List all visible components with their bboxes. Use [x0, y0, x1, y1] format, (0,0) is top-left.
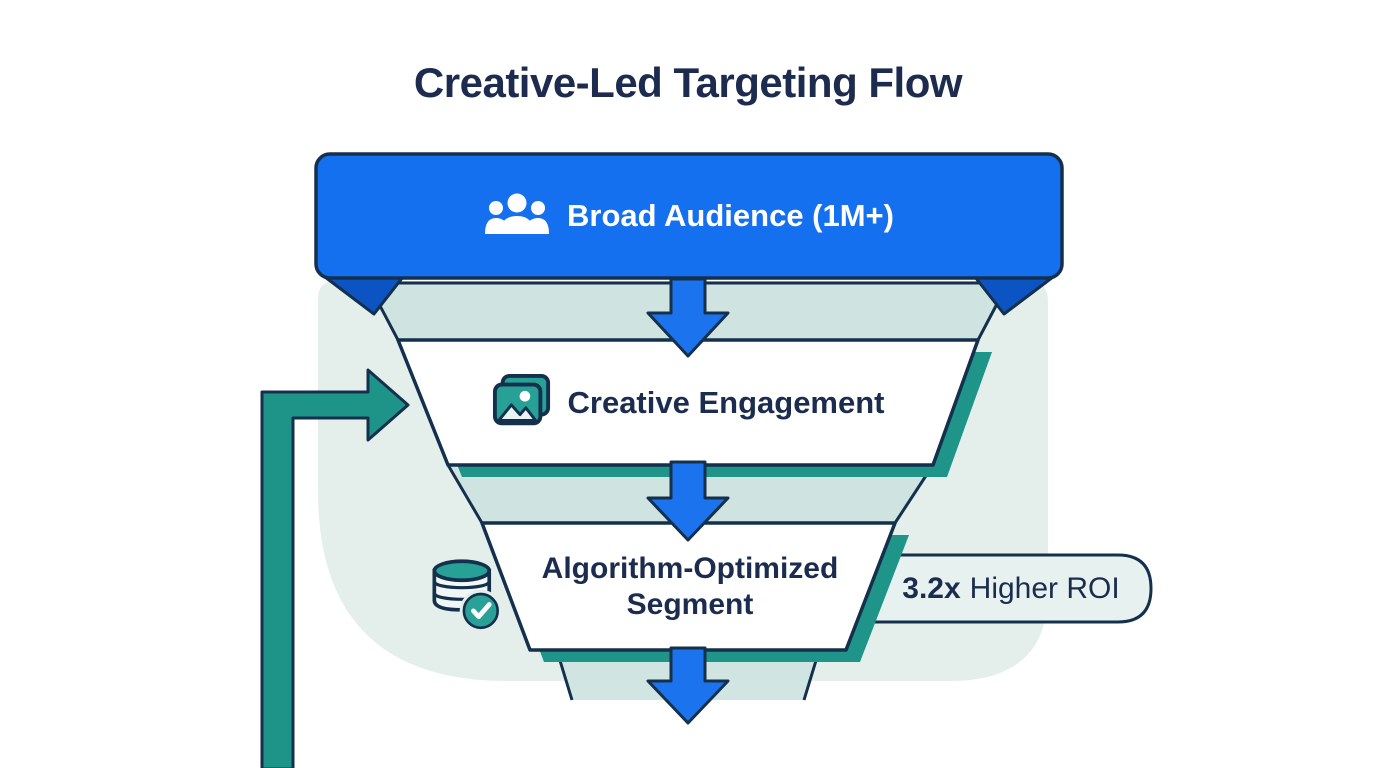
stage3-trapezoid	[480, 521, 897, 652]
feedback-loop-arrow	[260, 368, 410, 768]
flow-arrow-2	[646, 460, 730, 542]
roi-value: 3.2x	[902, 572, 961, 605]
database-check-icon-graphic	[432, 559, 502, 632]
stage2-label: Creative Engagement	[567, 384, 885, 420]
stage1-label: Broad Audience (1M+)	[567, 198, 894, 233]
stage1-broad-audience: Broad Audience (1M+)	[316, 154, 1062, 278]
stage3-label: Algorithm-Optimized Segment	[541, 551, 839, 621]
page-title: Creative-Led Targeting Flow	[413, 59, 963, 106]
stage2-trapezoid	[396, 338, 980, 467]
roi-callout: 3.2x Higher ROI	[880, 556, 1142, 622]
flow-arrow-3	[646, 646, 730, 725]
flow-arrow-1	[646, 277, 730, 358]
roi-pill	[860, 553, 1153, 624]
users-icon	[485, 193, 549, 234]
stage2-creative-engagement: Creative Engagement	[398, 340, 978, 465]
stage3-algorithm-segment: Algorithm-Optimized Segment	[500, 523, 880, 650]
image-icon	[492, 373, 550, 425]
database-check-icon	[428, 556, 504, 632]
roi-label: Higher ROI	[969, 572, 1120, 605]
